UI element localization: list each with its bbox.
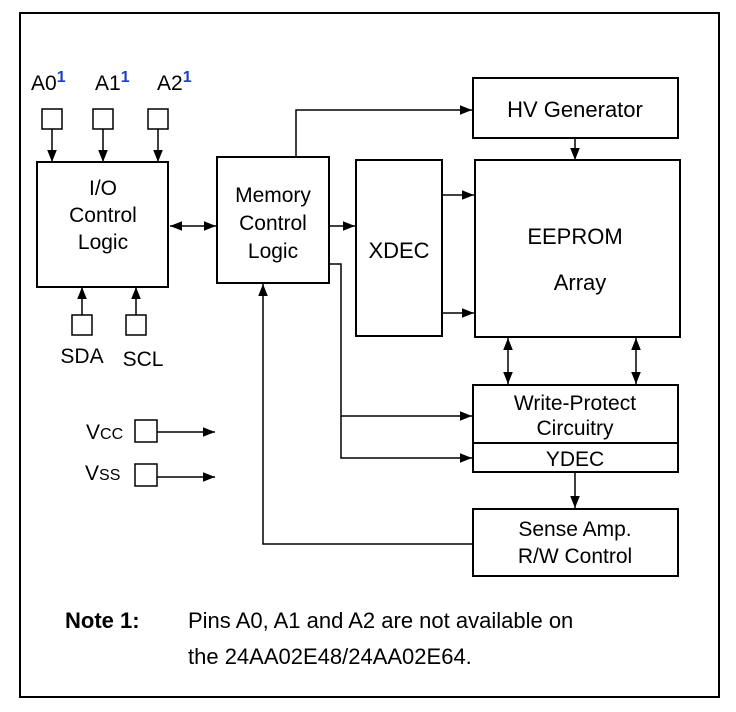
pin-vcc — [134, 419, 158, 443]
pin-a1 — [92, 108, 114, 130]
xdec-label: XDEC — [368, 238, 429, 263]
memory-control-line2: Control — [239, 212, 307, 235]
note-label: Note 1: — [65, 608, 140, 633]
sense-amp-block — [472, 508, 679, 577]
pin-sda — [71, 314, 93, 336]
eeprom-line2: Array — [554, 270, 607, 295]
pin-a2 — [147, 108, 169, 130]
pin-vss — [134, 463, 158, 487]
footnote-ref: 1 — [121, 69, 130, 86]
sense-amp-line2: R/W Control — [518, 545, 632, 568]
note-line1: Pins A0, A1 and A2 are not available on — [188, 608, 573, 633]
memory-control-logic-block — [216, 156, 330, 284]
pin-a1-label: A11 — [95, 69, 130, 95]
hv-generator-label: HV Generator — [507, 97, 643, 122]
pin-a2-label: A21 — [157, 69, 192, 95]
eeprom-array-block — [474, 159, 681, 338]
diagram-frame — [19, 12, 720, 698]
write-protect-line1: Write-Protect — [514, 392, 636, 415]
sense-amp-line1: Sense Amp. — [518, 518, 631, 541]
io-control-line3: Logic — [78, 231, 128, 254]
arrow-memory-wp — [329, 263, 472, 421]
ydec-label: YDEC — [546, 448, 604, 471]
pin-scl-label: SCL — [123, 348, 164, 371]
write-protect-block — [472, 384, 679, 473]
pin-a0-label: A01 — [31, 69, 66, 95]
io-control-line2: Control — [69, 204, 137, 227]
xdec-block — [355, 159, 443, 337]
pin-sda-label: SDA — [60, 345, 103, 368]
write-protect-line2: Circuitry — [537, 417, 614, 440]
memory-control-line3: Logic — [248, 240, 298, 263]
note-line2: the 24AA02E48/24AA02E64. — [188, 644, 472, 669]
io-control-line1: I/O — [89, 177, 117, 200]
arrow-memory-hv — [295, 105, 472, 157]
arrow-memory-ydec — [340, 416, 472, 463]
memory-control-line1: Memory — [235, 184, 311, 207]
pin-vcc-label: VCC — [86, 421, 123, 444]
eeprom-line1: EEPROM — [527, 224, 622, 249]
io-control-logic-block — [36, 161, 169, 288]
footnote-ref: 1 — [183, 69, 192, 86]
pin-a0 — [41, 108, 63, 130]
footnote-ref: 1 — [57, 69, 66, 86]
pin-scl — [125, 314, 147, 336]
arrow-sense-memory — [258, 284, 472, 545]
pin-vss-label: VSS — [85, 462, 120, 485]
